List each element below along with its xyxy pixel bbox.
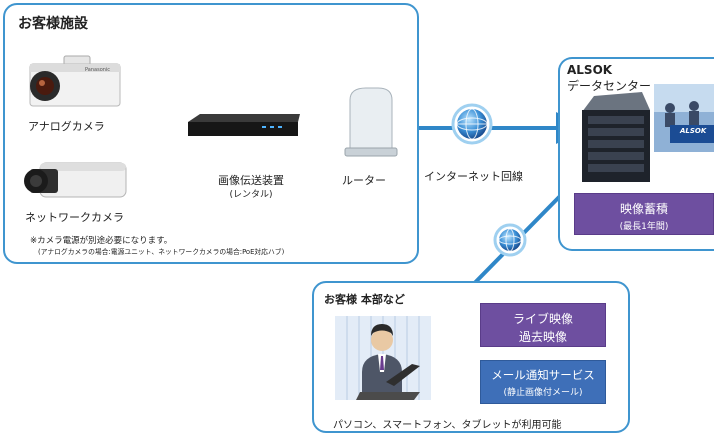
- live-line1: ライブ映像: [512, 312, 573, 326]
- mail-service-box: メール通知サービス (静止画像付メール): [480, 360, 606, 404]
- storage-sub: (最長1年間): [619, 222, 669, 232]
- power-note-line1: ※カメラ電源が別途必要になります。: [30, 236, 173, 246]
- power-note-line2: (アナログカメラの場合:電源ユニット、ネットワークカメラの場合:PoE対応ハブ): [38, 248, 285, 256]
- hq-title: お客様 本部など: [324, 293, 405, 306]
- internet-globe-icon-2: [493, 223, 527, 257]
- storage-box: 映像蓄積 (最長1年間): [574, 193, 714, 235]
- transmitter-sub: (レンタル): [229, 190, 273, 200]
- analog-camera-label: アナログカメラ: [28, 120, 105, 133]
- storage-label: 映像蓄積: [619, 202, 668, 216]
- router-label: ルーター: [342, 174, 386, 187]
- live-line2: 過去映像: [518, 330, 567, 344]
- customer-site-title: お客様施設: [18, 16, 88, 32]
- datacenter-title-line2: データセンター: [567, 79, 652, 93]
- network-camera-label: ネットワークカメラ: [25, 211, 124, 224]
- transmitter-label: 画像伝送装置: [218, 174, 284, 187]
- live-video-box: ライブ映像 過去映像: [480, 303, 606, 347]
- internet-label: インターネット回線: [424, 170, 523, 183]
- alsok-sign: ALSOK: [680, 127, 707, 135]
- devices-text: パソコン、スマートフォン、タブレットが利用可能: [333, 420, 562, 431]
- datacenter-title-line1: ALSOK: [567, 63, 613, 77]
- mail-line1: メール通知サービス: [491, 368, 595, 382]
- camera-brand: Panasonic: [85, 67, 111, 73]
- mail-line2: (静止画像付メール): [503, 388, 583, 398]
- internet-globe-icon: [451, 103, 493, 145]
